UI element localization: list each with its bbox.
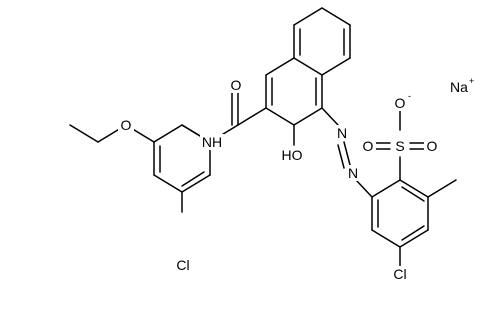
ether-oxygen-label: O <box>121 117 132 133</box>
sulfur-label: S <box>395 138 404 154</box>
ethoxy-chain <box>69 124 155 143</box>
naphthalene-ring-top <box>293 7 351 76</box>
hydroxyl-label: HO <box>282 147 303 163</box>
azo-nitrogen-1-label: N <box>337 125 347 141</box>
sulfonate-oxygen-right-label: O <box>427 138 438 154</box>
atom-labels: O NH HO N N O Cl Cl S O - O O Na + <box>118 76 474 282</box>
sodium-charge-label: + <box>469 76 474 86</box>
carbonyl-oxygen-label: O <box>231 77 242 93</box>
sulfonate-bonds <box>375 107 425 150</box>
azo-nitrogen-2-label: N <box>348 165 358 181</box>
sodium-label: Na <box>450 79 468 95</box>
chloro-aniline-label: Cl <box>176 257 189 273</box>
naphthalene-ring-bottom <box>265 57 323 126</box>
sulfonate-oxygen-left-label: O <box>363 138 374 154</box>
sulfonate-charge-label: - <box>408 91 411 101</box>
sulfonate-ring <box>371 179 429 248</box>
sulfonate-oxygen-top-label: O <box>395 95 406 111</box>
azo-linkage <box>321 107 373 198</box>
amide-nh-label: NH <box>202 134 222 150</box>
ring-substituents <box>399 156 457 267</box>
chloro-ring-label: Cl <box>393 266 406 282</box>
